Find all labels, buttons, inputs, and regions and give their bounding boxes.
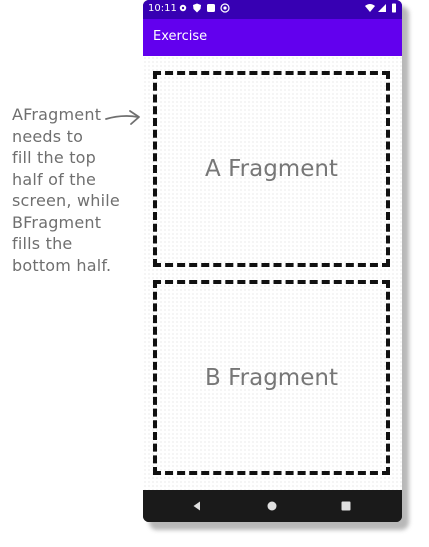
annotation-line: screen, while bbox=[12, 191, 120, 210]
annotation-line: AFragment bbox=[12, 105, 102, 124]
annotation-note: AFragment needs to fill the top half of … bbox=[12, 104, 147, 276]
annotation-line: needs to bbox=[12, 126, 84, 146]
annotation-line: fills the bbox=[12, 234, 73, 253]
annotation-line: bottom half. bbox=[12, 255, 112, 275]
annotation-line: fill the top bbox=[12, 148, 97, 167]
app-title: Exercise bbox=[153, 29, 208, 44]
shield-icon bbox=[193, 3, 201, 13]
wifi-icon bbox=[365, 4, 375, 12]
signal-icon bbox=[378, 4, 386, 12]
fragment-container: A Fragment B Fragment bbox=[143, 56, 402, 490]
fragment-b-label: B Fragment bbox=[205, 364, 338, 391]
fragment-a-label: A Fragment bbox=[205, 156, 338, 182]
battery-icon bbox=[392, 3, 396, 13]
annotation-arrow-icon bbox=[105, 110, 140, 125]
back-icon[interactable] bbox=[190, 499, 204, 513]
at-icon bbox=[220, 3, 230, 13]
fragment-a: A Fragment bbox=[153, 71, 390, 267]
status-time: 10:11 bbox=[148, 3, 177, 14]
status-bar: 10:11 bbox=[143, 0, 402, 19]
annotation-line: BFragment bbox=[12, 212, 102, 232]
phone-frame: 10:11 Exercise A Fragment B Fragment bbox=[143, 0, 402, 522]
home-icon[interactable] bbox=[265, 499, 279, 513]
gear-icon bbox=[179, 4, 187, 12]
annotation-line: half of the bbox=[12, 169, 97, 189]
fragment-b: B Fragment bbox=[153, 280, 390, 475]
square-icon bbox=[207, 4, 215, 12]
app-bar: Exercise bbox=[143, 19, 402, 56]
navigation-bar bbox=[143, 490, 402, 522]
recents-icon[interactable] bbox=[339, 499, 353, 513]
